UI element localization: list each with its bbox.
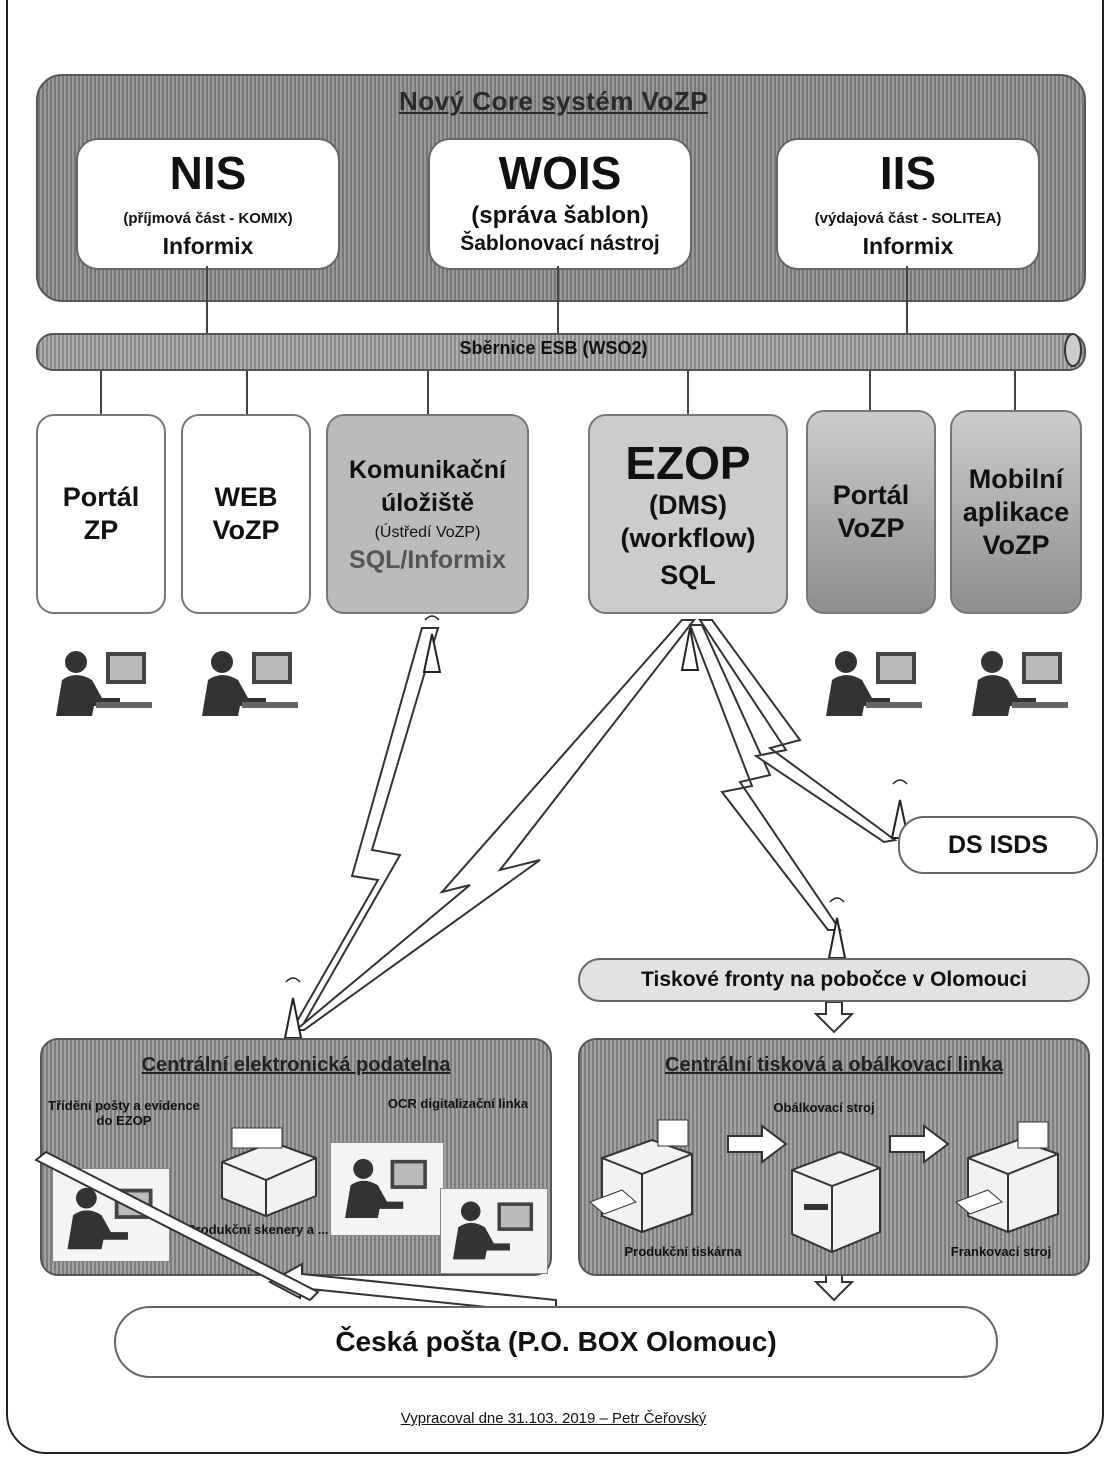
antenna-ezop (680, 627, 700, 671)
app-web-vozp-line2: VoZP (212, 515, 280, 545)
user-workstation-icon (452, 1201, 534, 1260)
app-portal-zp-line1: Portál (62, 482, 140, 512)
footer-author: Vypracoval dne 31.103. 2019 – Petr Čeřov… (400, 1410, 707, 1427)
system-iis-name: IIS (879, 147, 937, 199)
user-workstation-icon (202, 651, 298, 716)
app-web-vozp-line1: WEB (214, 482, 278, 512)
system-nis-db: Informix (162, 233, 254, 259)
antenna-komunikacni (422, 633, 442, 673)
app-komunikacni-uloziste: Komunikační úložiště (Ústředí VoZP) SQL/… (326, 414, 529, 614)
app-portal-zp-line2: ZP (83, 515, 119, 545)
app-komunikacni-line4: SQL/Informix (349, 545, 506, 574)
system-iis: IIS (výdajová část - SOLITEA) Informix (776, 138, 1040, 270)
system-wois-db: Šablonovací nástroj (460, 232, 660, 255)
system-wois-name: WOIS (498, 147, 622, 199)
system-wois-desc: (správa šablon) (471, 202, 649, 229)
system-iis-desc: (výdajová část - SOLITEA) (814, 210, 1002, 227)
system-nis: NIS (příjmová část - KOMIX) Informix (76, 138, 340, 270)
app-portal-vozp-line1: Portál (832, 480, 910, 510)
esb-bus-label: Sběrnice ESB (WSO2) (459, 338, 648, 358)
arrow-fronty-to-linka (813, 1001, 855, 1034)
label-produkcni-tiskarna: Produkční tiskárna (624, 1244, 742, 1259)
system-iis-db: Informix (862, 233, 954, 259)
label-ocr: OCR digitalizační linka (387, 1096, 529, 1111)
app-ezop-line2: (DMS) (649, 489, 727, 520)
wireless-link-ezop-podatelna (293, 619, 697, 1031)
app-portal-zp: Portál ZP (36, 414, 166, 614)
user-workstation-icon (972, 651, 1068, 716)
core-system-title: Nový Core systém VoZP (398, 86, 709, 116)
ceska-posta-box: Česká pošta (P.O. BOX Olomouc) (114, 1306, 998, 1378)
label-obalkovaci: Obálkovací stroj (773, 1100, 875, 1115)
app-komunikacni-line3: (Ústředí VoZP) (374, 523, 481, 541)
envelope-machine-icon (791, 1150, 881, 1254)
app-portal-vozp: Portál VoZP (806, 410, 936, 614)
outer-frame (6, 0, 1104, 1454)
system-wois: WOIS (správa šablon) Šablonovací nástroj (428, 138, 692, 270)
tiskove-fronty-box: Tiskové fronty na pobočce v Olomouci (578, 958, 1090, 1002)
app-ezop-line1: EZOP (625, 436, 751, 489)
user-workstation-icon (826, 651, 922, 716)
wireless-link-ezop-isds (698, 619, 898, 844)
user-workstation-icon (56, 651, 152, 716)
photo-ocr-1 (330, 1142, 444, 1236)
esb-bus (36, 333, 1086, 371)
printer-icon (589, 1119, 693, 1234)
app-mobilni-line2: aplikace (962, 496, 1070, 527)
label-trideni: Třídění pošty a evidence do EZOP (48, 1098, 200, 1128)
system-nis-name: NIS (169, 147, 247, 199)
app-ezop-line3: (workflow) (620, 522, 756, 553)
label-produkcni-skenery: Produkční skenery a ... kace (186, 1222, 362, 1237)
franking-machine-icon (955, 1121, 1059, 1234)
user-workstation-icon (345, 1158, 427, 1218)
label-frankovaci: Frankovací stroj (950, 1244, 1052, 1259)
system-nis-desc: (příjmová část - KOMIX) (123, 210, 293, 227)
scanner-icon (221, 1127, 317, 1218)
arrow-trideni-diagonal (34, 1150, 320, 1302)
app-ezop: EZOP (DMS) (workflow) SQL (588, 414, 788, 614)
esb-bus-end (1064, 333, 1082, 367)
arrow-right-icon (727, 1124, 788, 1164)
region-tiskova-linka-title: Centrální tisková a obálkovací linka (665, 1054, 1003, 1076)
app-web-vozp: WEB VoZP (181, 414, 311, 614)
app-komunikacni-line2: úložiště (380, 488, 475, 517)
app-komunikacni-line1: Komunikační (349, 455, 506, 484)
ds-isds-box: DS ISDS (898, 816, 1098, 874)
app-mobilni-line3: VoZP (982, 529, 1050, 560)
app-mobilni-aplikace: Mobilní aplikace VoZP (950, 410, 1082, 614)
app-mobilni-line1: Mobilní (968, 463, 1064, 494)
app-portal-vozp-line2: VoZP (837, 513, 905, 543)
arrow-right-icon (889, 1124, 950, 1164)
app-ezop-line4: SQL (660, 559, 716, 590)
region-podatelna-title: Centrální elektronická podatelna (141, 1054, 451, 1076)
